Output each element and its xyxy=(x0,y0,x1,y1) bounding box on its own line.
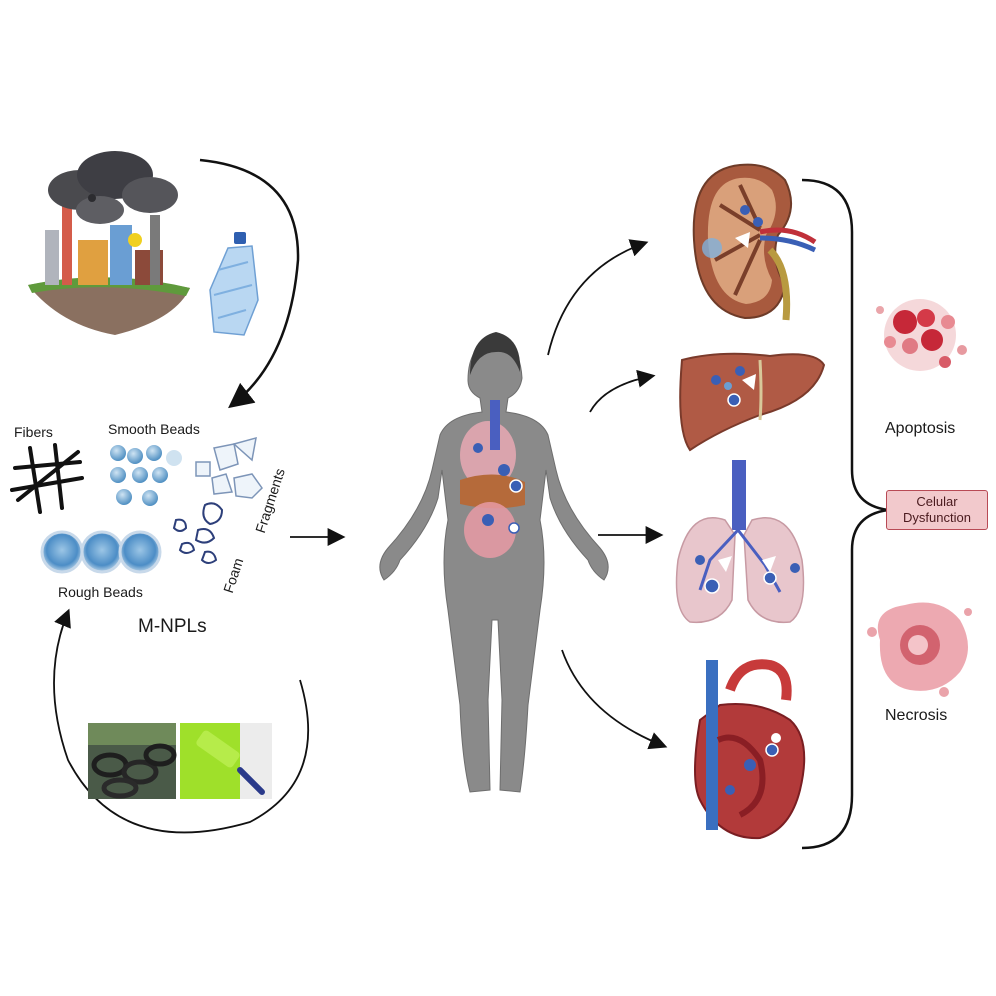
outcome-brace xyxy=(801,178,889,850)
cellular-dysfunction-box: Celular Dysfunction xyxy=(886,490,988,530)
smooth-beads-icon xyxy=(110,445,182,506)
fragments-icon xyxy=(195,436,263,499)
body-to-kidney-arrow xyxy=(547,239,649,356)
foam-icon xyxy=(172,502,224,564)
smooth-beads-label: Smooth Beads xyxy=(108,421,200,437)
fibers-label: Fibers xyxy=(14,424,53,440)
necrosis-label: Necrosis xyxy=(885,707,948,724)
body-to-liver-arrow xyxy=(589,369,656,413)
liver-icon xyxy=(679,352,826,452)
cellular-dysfunction-line1: Celular xyxy=(916,494,958,509)
tire-pile-photo xyxy=(88,723,177,799)
lungs-icon xyxy=(675,460,805,624)
cellular-dysfunction-line2: Dysfunction xyxy=(903,510,971,525)
rough-beads-label: Rough Beads xyxy=(58,584,143,600)
body-to-heart-arrow xyxy=(561,649,668,750)
human-body-icon xyxy=(379,332,609,793)
heart-icon xyxy=(694,659,806,840)
exposure-arrow-top xyxy=(199,158,300,409)
factory-pollution-icon xyxy=(28,151,190,335)
rough-beads-icon xyxy=(40,530,162,574)
apoptotic-cell-icon xyxy=(876,299,967,371)
fibers-icon xyxy=(10,443,84,514)
kidney-icon xyxy=(692,163,817,321)
paint-roller-photo xyxy=(180,723,272,799)
exposure-arrow-bottom xyxy=(53,608,310,834)
m-npls-label: M-NPLs xyxy=(138,616,207,637)
apoptosis-label: Apoptosis xyxy=(885,420,956,437)
plastic-bottle-icon xyxy=(209,232,259,336)
necrotic-cell-icon xyxy=(867,602,972,697)
